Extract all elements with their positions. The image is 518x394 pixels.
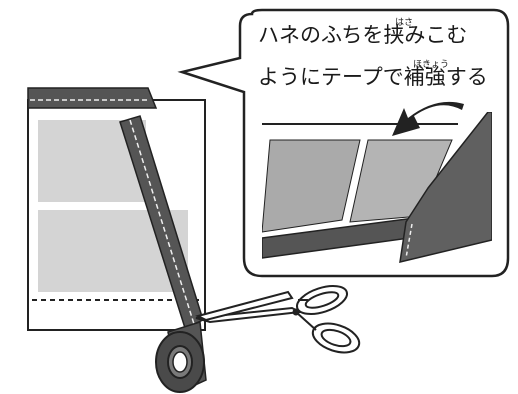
inset-wing-left: [262, 139, 361, 233]
ruby-hokyou: ほきょう: [413, 60, 450, 70]
tape-roll-icon: [155, 321, 207, 394]
top-tape-strip: [27, 87, 158, 109]
caption-line-2: ようにテープで補強する: [258, 65, 488, 89]
inset-tape-stitch: [405, 223, 413, 259]
inset-tape-fold: [399, 112, 492, 263]
ruby-hasa: はさ: [395, 18, 414, 28]
inset-detail: [262, 112, 492, 263]
wing-panel: [27, 87, 206, 331]
caption-line-1: ハネのふちを挟みこむ: [258, 23, 468, 47]
scissors-icon: [195, 285, 361, 354]
diagonal-tape-stitch: [129, 119, 195, 325]
curved-arrow-icon: [392, 101, 464, 136]
